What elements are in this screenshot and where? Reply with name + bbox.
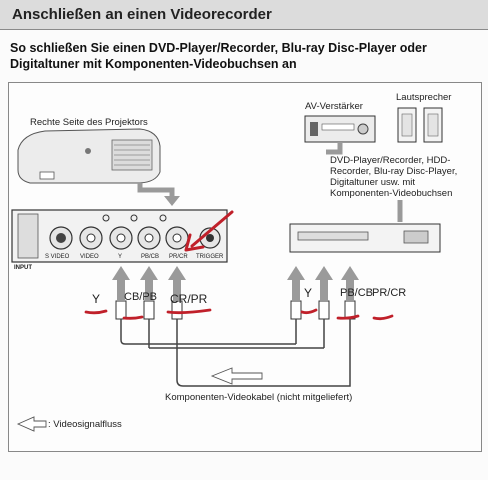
- amp-label: AV-Verstärker: [305, 101, 363, 112]
- projector-label: Rechte Seite des Projektors: [30, 117, 148, 128]
- speaker-label: Lautsprecher: [396, 92, 452, 103]
- jack-video-label: VIDEO: [80, 254, 99, 260]
- cable-right-pr: PR/CR: [372, 287, 407, 299]
- jack-trigger-label: TRIGGER: [196, 254, 224, 260]
- av-amplifier: [304, 115, 376, 143]
- cable-left-cb: CB/PB: [124, 291, 158, 303]
- jack-prcr-label: PR/CR: [169, 254, 188, 260]
- jack-svideo-label: S VIDEO: [45, 254, 70, 260]
- legend-label: : Videosignalfluss: [48, 419, 122, 430]
- projector: [17, 128, 161, 184]
- page-subtitle: So schließen Sie einen DVD-Player/Record…: [10, 41, 427, 71]
- jack-y-label: Y: [118, 254, 123, 260]
- cable-right-y: Y: [304, 286, 313, 300]
- section-title: Anschließen an einen Videorecorder: [12, 6, 272, 23]
- cable-caption: Komponenten-Videokabel (nicht mitgeliefe…: [165, 392, 353, 403]
- source-device: [289, 223, 441, 253]
- speakers: [397, 107, 443, 143]
- cable-left-y: Y: [92, 292, 101, 306]
- cable-left-cr: CR/PR: [170, 292, 208, 306]
- input-label: INPUT: [14, 265, 32, 271]
- section-header: Anschließen an einen Videorecorder: [0, 0, 488, 30]
- source-label: DVD-Player/Recorder, HDD-Recorder, Blu-r…: [330, 155, 458, 199]
- cable-right-pb: PB/CB: [340, 287, 374, 299]
- jack-pbcb-label: PB/CB: [141, 254, 160, 260]
